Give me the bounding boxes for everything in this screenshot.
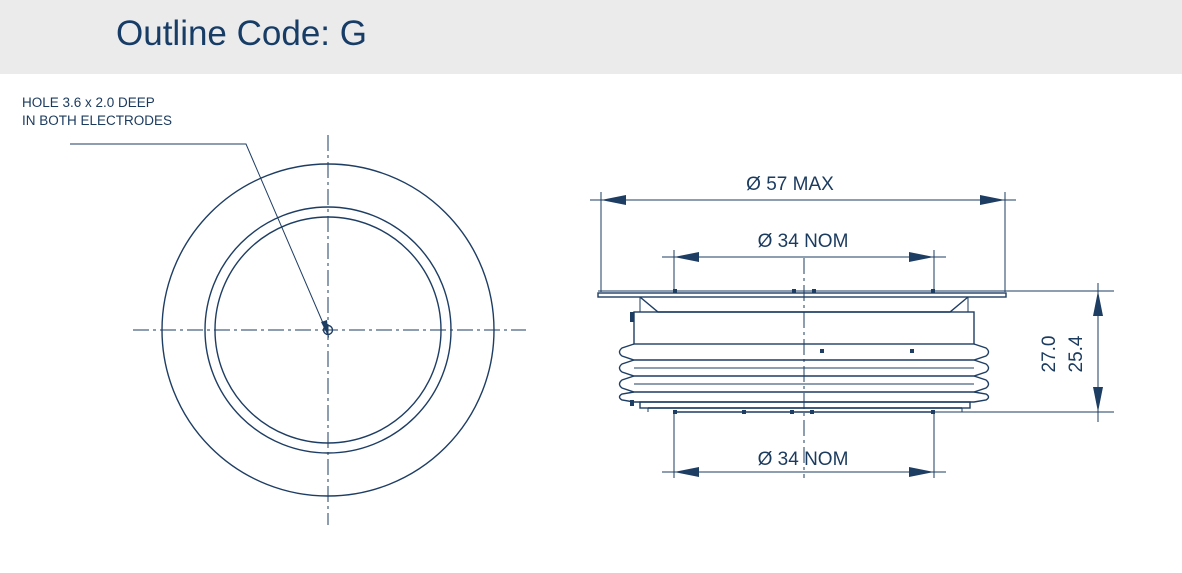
top-electrode-label: Ø 34 NOM [758,231,849,252]
dimension-top-electrode: Ø 34 NOM [662,231,946,290]
top-flange [597,292,1007,298]
upper-body [633,311,975,345]
center-hole-mark [321,320,334,338]
electrode-height-label: 25.4 [1066,335,1087,372]
hole-note-line1: HOLE 3.6 x 2.0 DEEP [22,95,155,110]
hole-note-line2: IN BOTH ELECTRODES [22,113,172,128]
side-view [597,258,1007,478]
bottom-electrode-label: Ø 34 NOM [758,449,849,470]
dimension-heights: 27.0 25.4 [935,283,1114,422]
overall-height-label: 27.0 [1039,336,1060,373]
dimension-bottom-electrode: Ø 34 NOM [662,414,946,478]
top-view: HOLE 3.6 x 2.0 DEEP IN BOTH ELECTRODES [22,95,526,525]
outer-diameter-label: Ø 57 MAX [746,174,834,195]
dimension-outer-diameter: Ø 57 MAX [590,174,1016,292]
header-bar: Outline Code: G [0,0,1182,74]
lower-base [639,401,971,409]
hole-leader-line [70,143,327,331]
page-title: Outline Code: G [116,14,367,53]
